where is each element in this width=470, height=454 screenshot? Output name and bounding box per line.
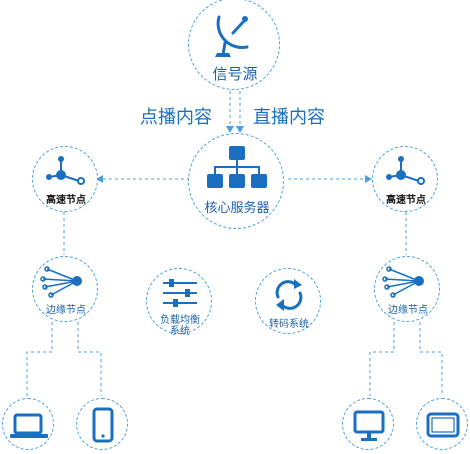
load-balance-node: 负载均衡 系统 [146,268,212,337]
edge-node-right-label: 边缘节点 [388,305,428,316]
network-node-icon [46,156,85,185]
high-speed-node-left: 高速节点 [32,146,98,212]
high-speed-node-right: 高速节点 [372,146,438,212]
tablet-icon [426,412,460,438]
signal-source-label: 信号源 [212,65,258,83]
tablet-device-node [416,398,468,450]
transcode-node: 转码系统 [255,268,321,334]
signal-source-node: 信号源 [188,0,280,90]
satellite-dish-icon [215,15,249,57]
fan-out-node-icon [40,266,82,298]
arrowhead [365,175,372,183]
transcode-label: 转码系统 [269,319,309,330]
on-demand-content-label: 点播内容 [140,107,212,128]
fan-out-node-icon [382,266,424,298]
load-balance-label-line1: 负载均衡 [160,315,200,326]
smartphone-icon [92,407,114,443]
network-node-icon [386,156,425,185]
desktop-device-node [342,398,394,450]
live-content-label: 直播内容 [253,107,325,128]
laptop-icon [10,413,48,438]
left-edge-to-phone-line [77,322,102,396]
refresh-arrows-icon [275,279,303,311]
edge-node-right: 边缘节点 [374,256,440,322]
server-hierarchy-icon [207,146,267,188]
right-edge-to-desktop-line [369,322,395,396]
slider-controls-icon [163,279,197,307]
core-server-node: 核心服务器 [188,133,284,229]
load-balance-label-line2: 系统 [170,326,190,337]
arrowhead [226,126,234,133]
arrowhead [236,126,244,133]
edge-node-left: 边缘节点 [32,256,98,322]
right-edge-to-tablet-line [419,322,443,396]
high-speed-node-left-label: 高速节点 [46,195,86,206]
arrowhead [96,175,103,183]
core-server-label: 核心服务器 [204,201,270,216]
high-speed-node-right-label: 高速节点 [386,195,426,206]
phone-device-node [76,398,128,450]
laptop-device-node [2,398,54,450]
monitor-icon [353,410,385,441]
edge-node-left-label: 边缘节点 [46,305,86,316]
left-edge-to-laptop-line [26,322,53,396]
